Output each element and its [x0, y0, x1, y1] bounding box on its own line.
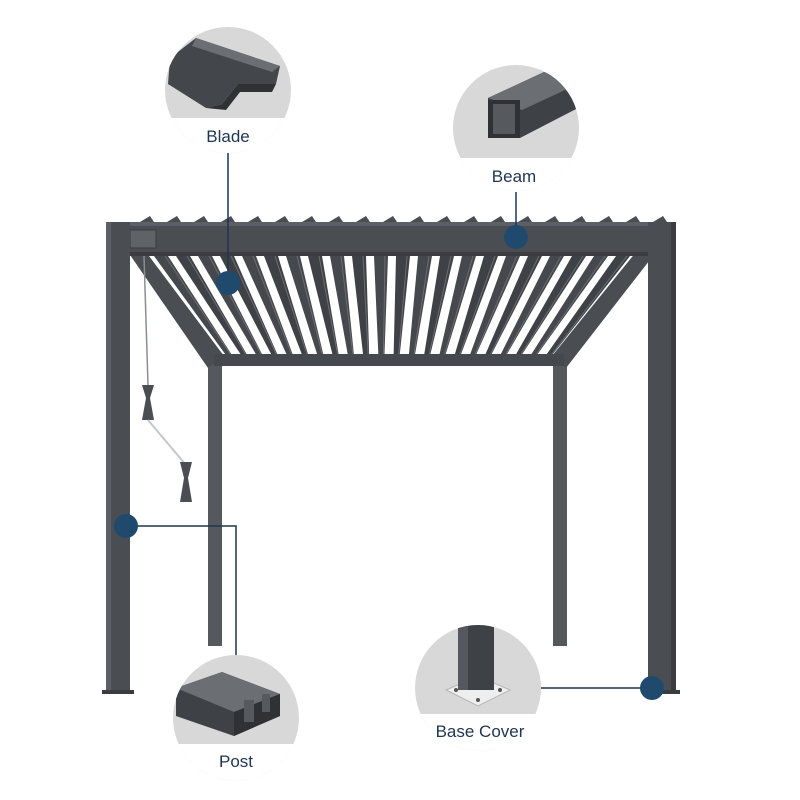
louvre-blade — [499, 256, 564, 356]
louvre-blade-highlight — [519, 255, 584, 357]
blade-tip — [248, 216, 262, 222]
blade-marker — [216, 271, 240, 295]
blade-tip — [437, 216, 451, 222]
louvre-blade-highlight — [398, 255, 408, 357]
post-marker — [114, 514, 138, 538]
louvre-blade — [264, 256, 309, 356]
louvre-blade — [469, 256, 520, 356]
callout-base-cover: Base Cover — [415, 625, 541, 751]
pergola-structure — [102, 216, 680, 694]
blade-tip — [194, 216, 208, 222]
louvre-blade — [198, 256, 263, 356]
post-leader — [126, 525, 237, 658]
louvre-blade — [330, 256, 355, 356]
blade-profile-image — [168, 38, 280, 108]
front-beam — [106, 222, 676, 256]
post-label: Post — [219, 752, 253, 771]
louvre-blade — [242, 256, 294, 356]
blade-tip — [275, 216, 289, 222]
louvre-blade — [408, 256, 432, 356]
base-cover-marker — [640, 676, 664, 700]
blade-tip — [302, 216, 316, 222]
louvre-blade — [484, 256, 542, 356]
blade-tip — [410, 216, 424, 222]
rear-beam — [214, 354, 564, 366]
blade-tip — [599, 216, 613, 222]
blade-tip — [491, 216, 505, 222]
louvre-blade-highlight — [340, 255, 354, 357]
louvre-blade — [308, 256, 339, 356]
blade-tip — [383, 216, 397, 222]
louvre-blade-highlight — [362, 255, 369, 357]
crank-rod — [143, 255, 149, 386]
left-side-beam — [128, 252, 224, 368]
blade-tip — [626, 216, 640, 222]
louvre-blade-highlight — [208, 255, 263, 357]
rear-left-post — [208, 360, 222, 646]
louvre-blade — [530, 256, 608, 356]
louvre-blade-highlight — [230, 255, 278, 357]
callout-beam: Beam — [453, 65, 579, 191]
louvre-blade-highlight — [318, 255, 339, 357]
louvre-blade — [454, 256, 498, 356]
louvre-blade — [286, 256, 324, 356]
louvre-blade — [545, 256, 630, 356]
louvre-blade — [393, 256, 410, 356]
louvre-blades — [154, 255, 630, 357]
louvre-blade-highlight — [252, 255, 293, 357]
crank-handle-upper — [142, 385, 154, 420]
louvre-blade — [154, 256, 233, 356]
blade-tip — [545, 216, 559, 222]
louvre-blade — [352, 256, 370, 356]
callout-post: Post — [173, 655, 299, 781]
beam-label: Beam — [492, 167, 536, 186]
blade-tip — [572, 216, 586, 222]
blade-tip — [518, 216, 532, 222]
rear-right-post — [553, 360, 567, 646]
blade-tip — [653, 216, 667, 222]
louvre-blade — [374, 256, 388, 356]
louvre-blade-highlight — [428, 255, 452, 357]
louvre-blade-highlight — [382, 255, 386, 357]
blade-tip — [140, 216, 154, 222]
louvre-blade-highlight — [504, 255, 562, 357]
louvre-blade — [176, 256, 248, 356]
right-side-beam — [552, 252, 656, 368]
louvre-blade — [515, 256, 586, 356]
blade-label: Blade — [206, 127, 249, 146]
louvre-blade-highlight — [296, 255, 324, 357]
louvre-blade-highlight — [458, 255, 496, 357]
louvre-blade-highlight — [413, 255, 430, 357]
louvre-blade-highlight — [534, 255, 606, 357]
blade-tip — [356, 216, 370, 222]
blade-tip — [464, 216, 478, 222]
callout-blade: Blade — [165, 27, 291, 153]
louvre-blade-highlight — [550, 255, 628, 357]
crank-housing — [129, 229, 157, 249]
louvre-blade-highlight — [443, 255, 474, 357]
crank-handle-lower — [180, 462, 192, 502]
louvre-blade — [439, 256, 476, 356]
louvre-blade-highlight — [186, 255, 248, 357]
louvre-blade-highlight — [274, 255, 308, 357]
louvre-blade-highlight — [164, 255, 233, 357]
base-cover-label: Base Cover — [436, 722, 525, 741]
louvre-blade-highlight — [474, 255, 518, 357]
markers — [114, 225, 664, 700]
louvre-blade — [423, 256, 454, 356]
louvre-blade-highlight — [489, 255, 540, 357]
beam-marker — [504, 225, 528, 249]
blade-tips — [140, 216, 667, 222]
blade-tip — [167, 216, 181, 222]
blade-tip — [329, 216, 343, 222]
